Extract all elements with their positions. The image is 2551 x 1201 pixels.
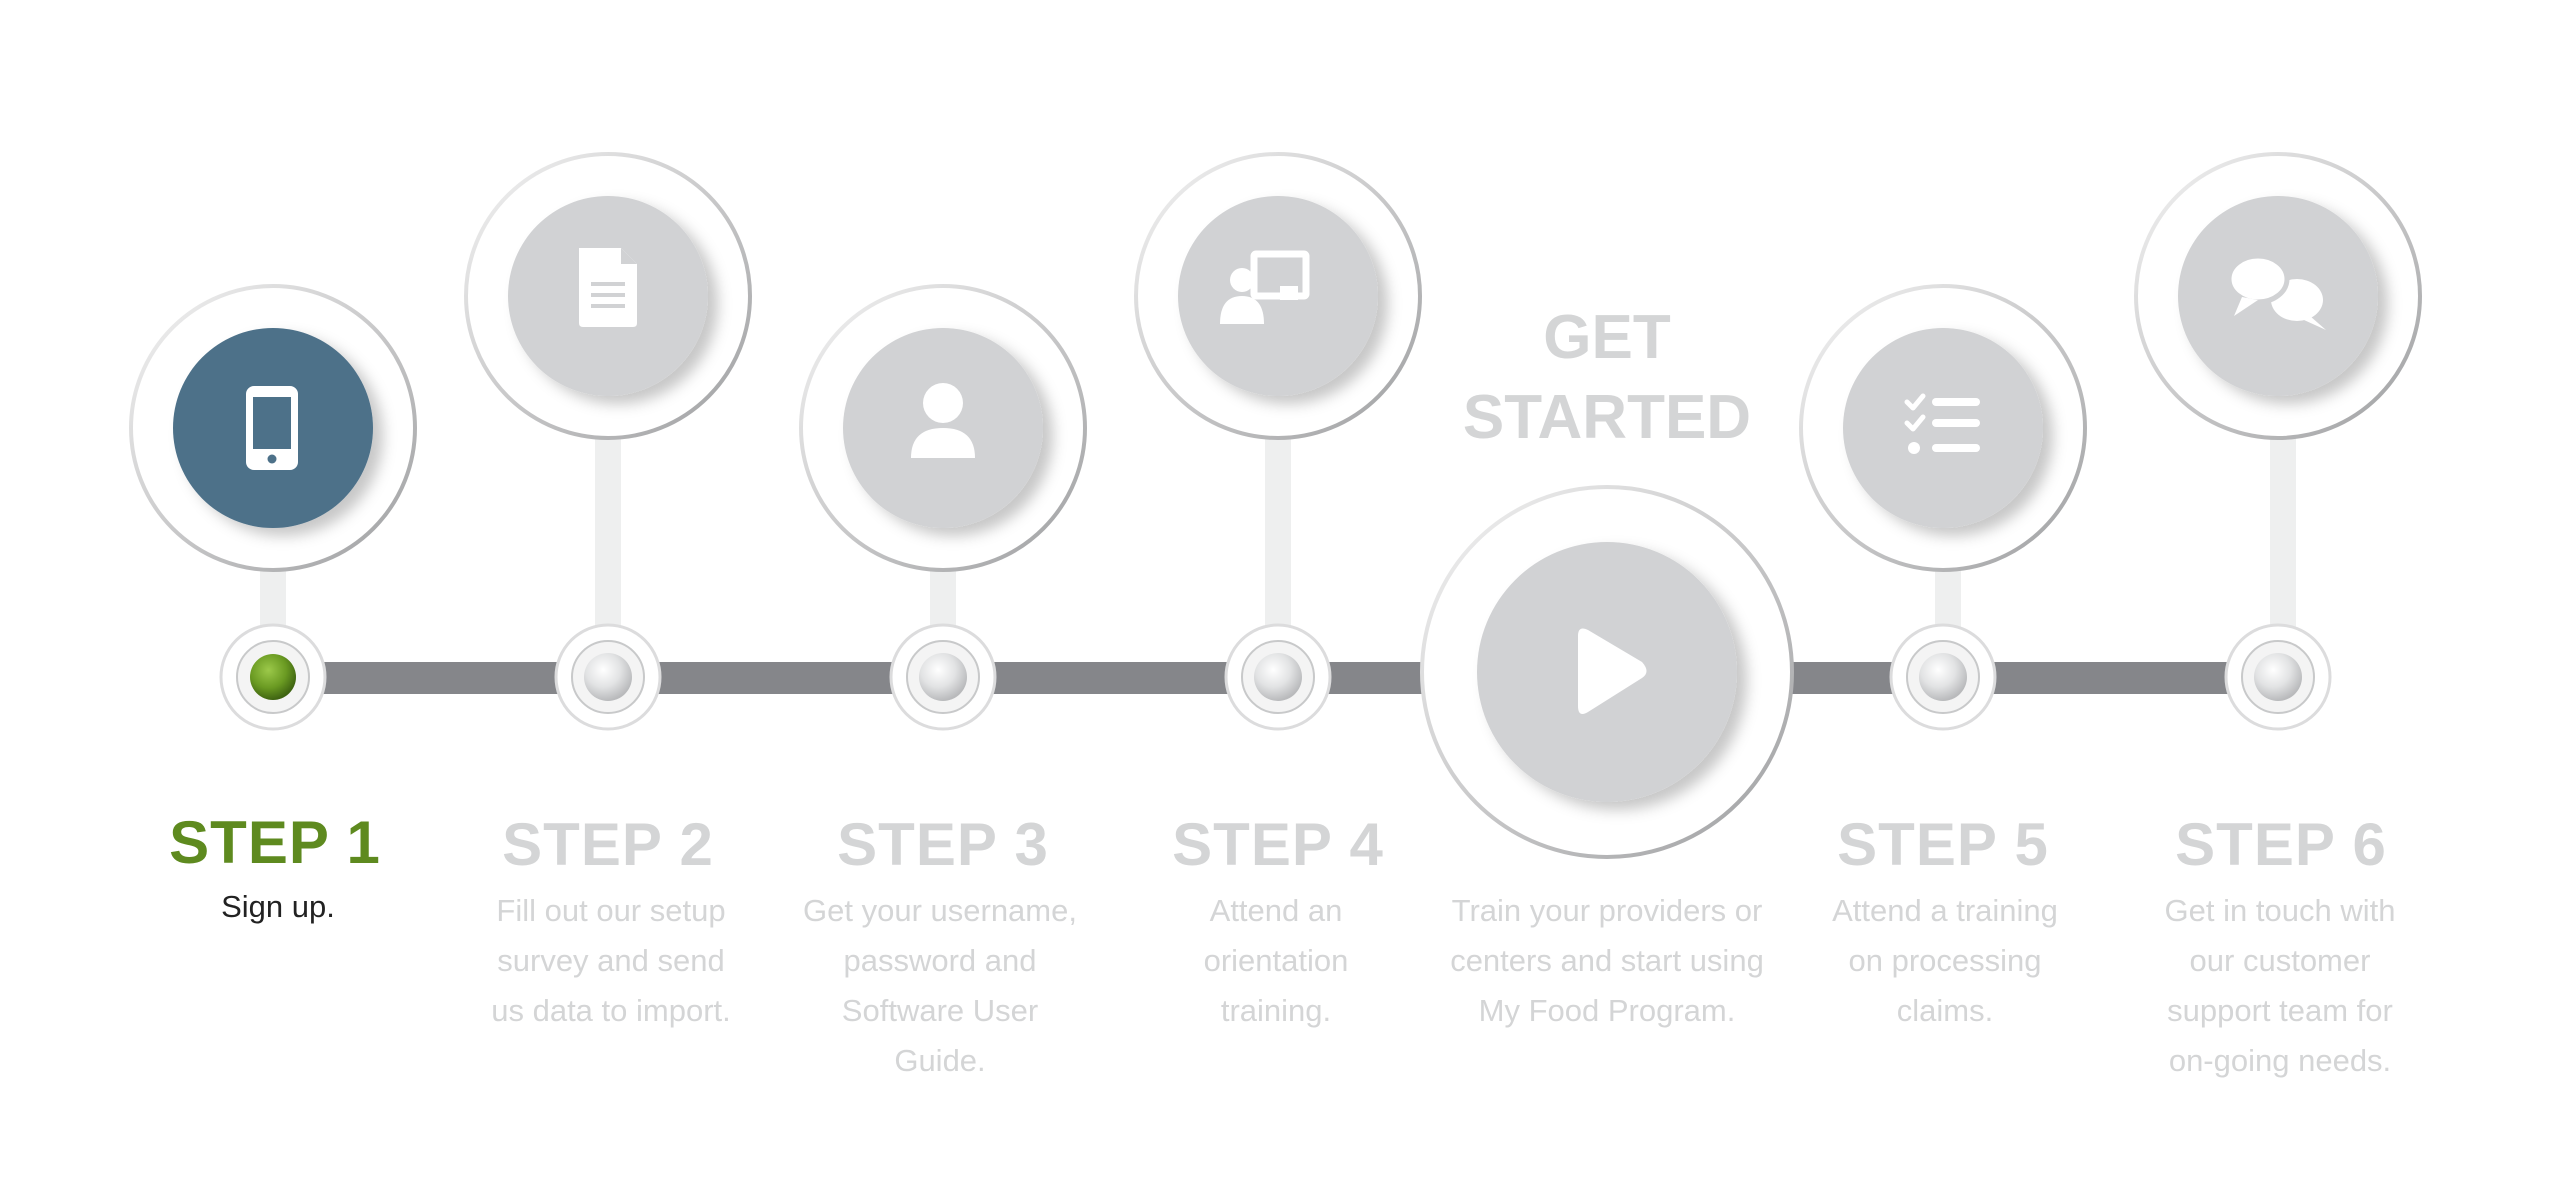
step-6-title: STEP 6 (2175, 811, 2387, 878)
get-started-heading: GET STARTED (1462, 303, 1752, 452)
step-5-knob[interactable] (1889, 623, 1997, 731)
step-4-icon-circle[interactable] (1134, 152, 1422, 440)
step-3-title: STEP 3 (837, 811, 1049, 878)
step-2-description: Fill out our setup survey and send us da… (491, 893, 731, 1028)
step-3-description: Get your username, password and Software… (803, 893, 1077, 1078)
step-5-title: STEP 5 (1837, 811, 2049, 878)
step-5-description: Attend a training on processing claims. (1832, 893, 2058, 1028)
step-2-icon-circle[interactable] (464, 152, 752, 440)
document-icon (579, 248, 637, 327)
play-icon (1578, 628, 1647, 714)
step-3-knob[interactable] (889, 623, 997, 731)
step-4-knob[interactable] (1224, 623, 1332, 731)
step-6-knob[interactable] (2224, 623, 2332, 731)
get-started-circle[interactable] (1420, 485, 1794, 859)
step-1-knob[interactable] (219, 623, 327, 731)
step-2-title: STEP 2 (502, 811, 714, 878)
step-4-description: Attend an orientation training. (1203, 893, 1349, 1028)
checklist-icon (1904, 393, 1980, 454)
get-started-description: Train your providers or centers and star… (1450, 893, 1764, 1028)
chat-bubbles-icon (2226, 253, 2326, 330)
presentation-icon (1220, 250, 1310, 324)
step-1-title: STEP 1 (169, 809, 381, 876)
user-icon (911, 383, 975, 458)
step-6-description: Get in touch with our customer support t… (2164, 893, 2396, 1078)
step-4-title: STEP 4 (1172, 811, 1384, 878)
step-5-icon-circle[interactable] (1799, 284, 2087, 572)
step-1-description: Sign up. (221, 889, 335, 924)
mobile-phone-icon (246, 386, 298, 470)
step-3-icon-circle[interactable] (799, 284, 1087, 572)
step-6-icon-circle[interactable] (2134, 152, 2422, 440)
step-2-knob[interactable] (554, 623, 662, 731)
step-1-icon-circle[interactable] (129, 284, 417, 572)
